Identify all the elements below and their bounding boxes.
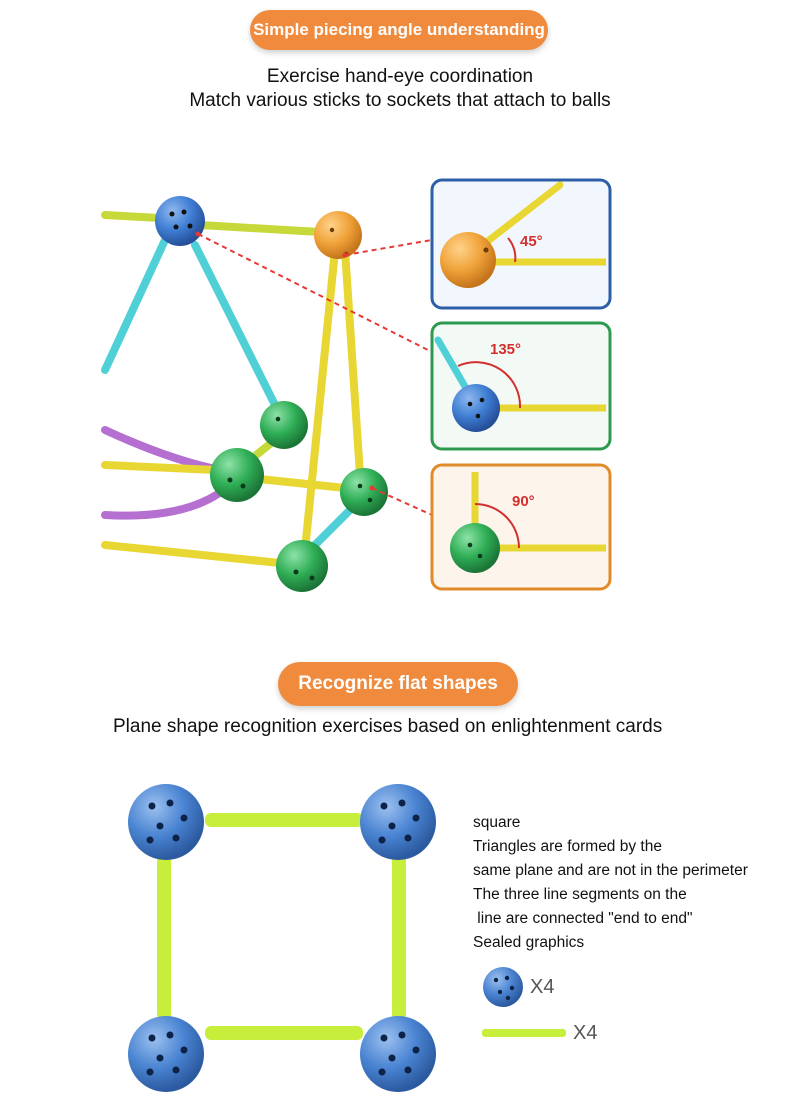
green-ball <box>276 540 328 592</box>
angle-135-card: 135° <box>430 321 612 451</box>
yellow-stick <box>101 541 284 567</box>
lime-stick <box>205 813 363 827</box>
lime-stick <box>392 855 406 1020</box>
desc-line-2: Triangles are formed by the <box>473 838 662 855</box>
angle-section-badge: Simple piecing angle understanding <box>250 10 548 50</box>
angle-45-card: 45° <box>430 178 612 310</box>
blue-ball <box>155 196 205 246</box>
dashed-pointer <box>197 233 433 353</box>
lime-stick <box>101 211 164 222</box>
ball-quantity: X4 <box>530 976 555 998</box>
yellow-stick <box>101 461 219 474</box>
cyan-stick <box>101 236 169 374</box>
desc-line-4: The three line segments on the <box>473 886 687 903</box>
lime-stick <box>157 855 171 1020</box>
stick-quantity: X4 <box>573 1022 598 1044</box>
dashed-pointer <box>371 487 433 516</box>
green-ball <box>260 401 308 449</box>
flat-shapes-badge: Recognize flat shapes <box>278 662 518 706</box>
subtitle-line-1: Exercise hand-eye coordination <box>266 66 534 87</box>
blue-ball <box>128 784 204 860</box>
legend-stick-icon <box>482 1029 566 1037</box>
desc-line-3: same plane and are not in the perimeter <box>473 862 748 879</box>
blue-ball <box>360 1016 436 1092</box>
desc-line-6: Sealed graphics <box>473 934 585 951</box>
purple-arc-stick <box>101 481 234 520</box>
legend-ball-icon <box>483 967 523 1007</box>
angle-45-label: 45° <box>520 233 543 250</box>
angle-135-label: 135° <box>490 341 521 358</box>
yellow-stick <box>246 474 349 492</box>
yellow-stick <box>341 246 364 479</box>
lime-stick <box>205 1026 363 1040</box>
cyan-stick <box>191 241 279 409</box>
cyan-stick <box>311 501 359 549</box>
blue-ball <box>128 1016 204 1092</box>
lime-stick <box>196 221 324 236</box>
angle-90-label: 90° <box>512 493 535 510</box>
angle-90-card: 90° <box>430 463 612 591</box>
green-ball <box>340 468 388 516</box>
orange-ball <box>314 211 362 259</box>
dashed-pointer <box>344 239 433 256</box>
shapes-subtitle: Plane shape recognition exercises based … <box>113 716 663 737</box>
desc-line-1: square <box>473 814 521 831</box>
subtitle-line-2: Match various sticks to sockets that att… <box>189 90 611 111</box>
structure-illustration: 45° 135° 90° <box>101 178 612 592</box>
green-ball <box>210 448 264 502</box>
desc-line-5: line are connected "end to end" <box>473 910 693 927</box>
blue-ball <box>360 784 436 860</box>
